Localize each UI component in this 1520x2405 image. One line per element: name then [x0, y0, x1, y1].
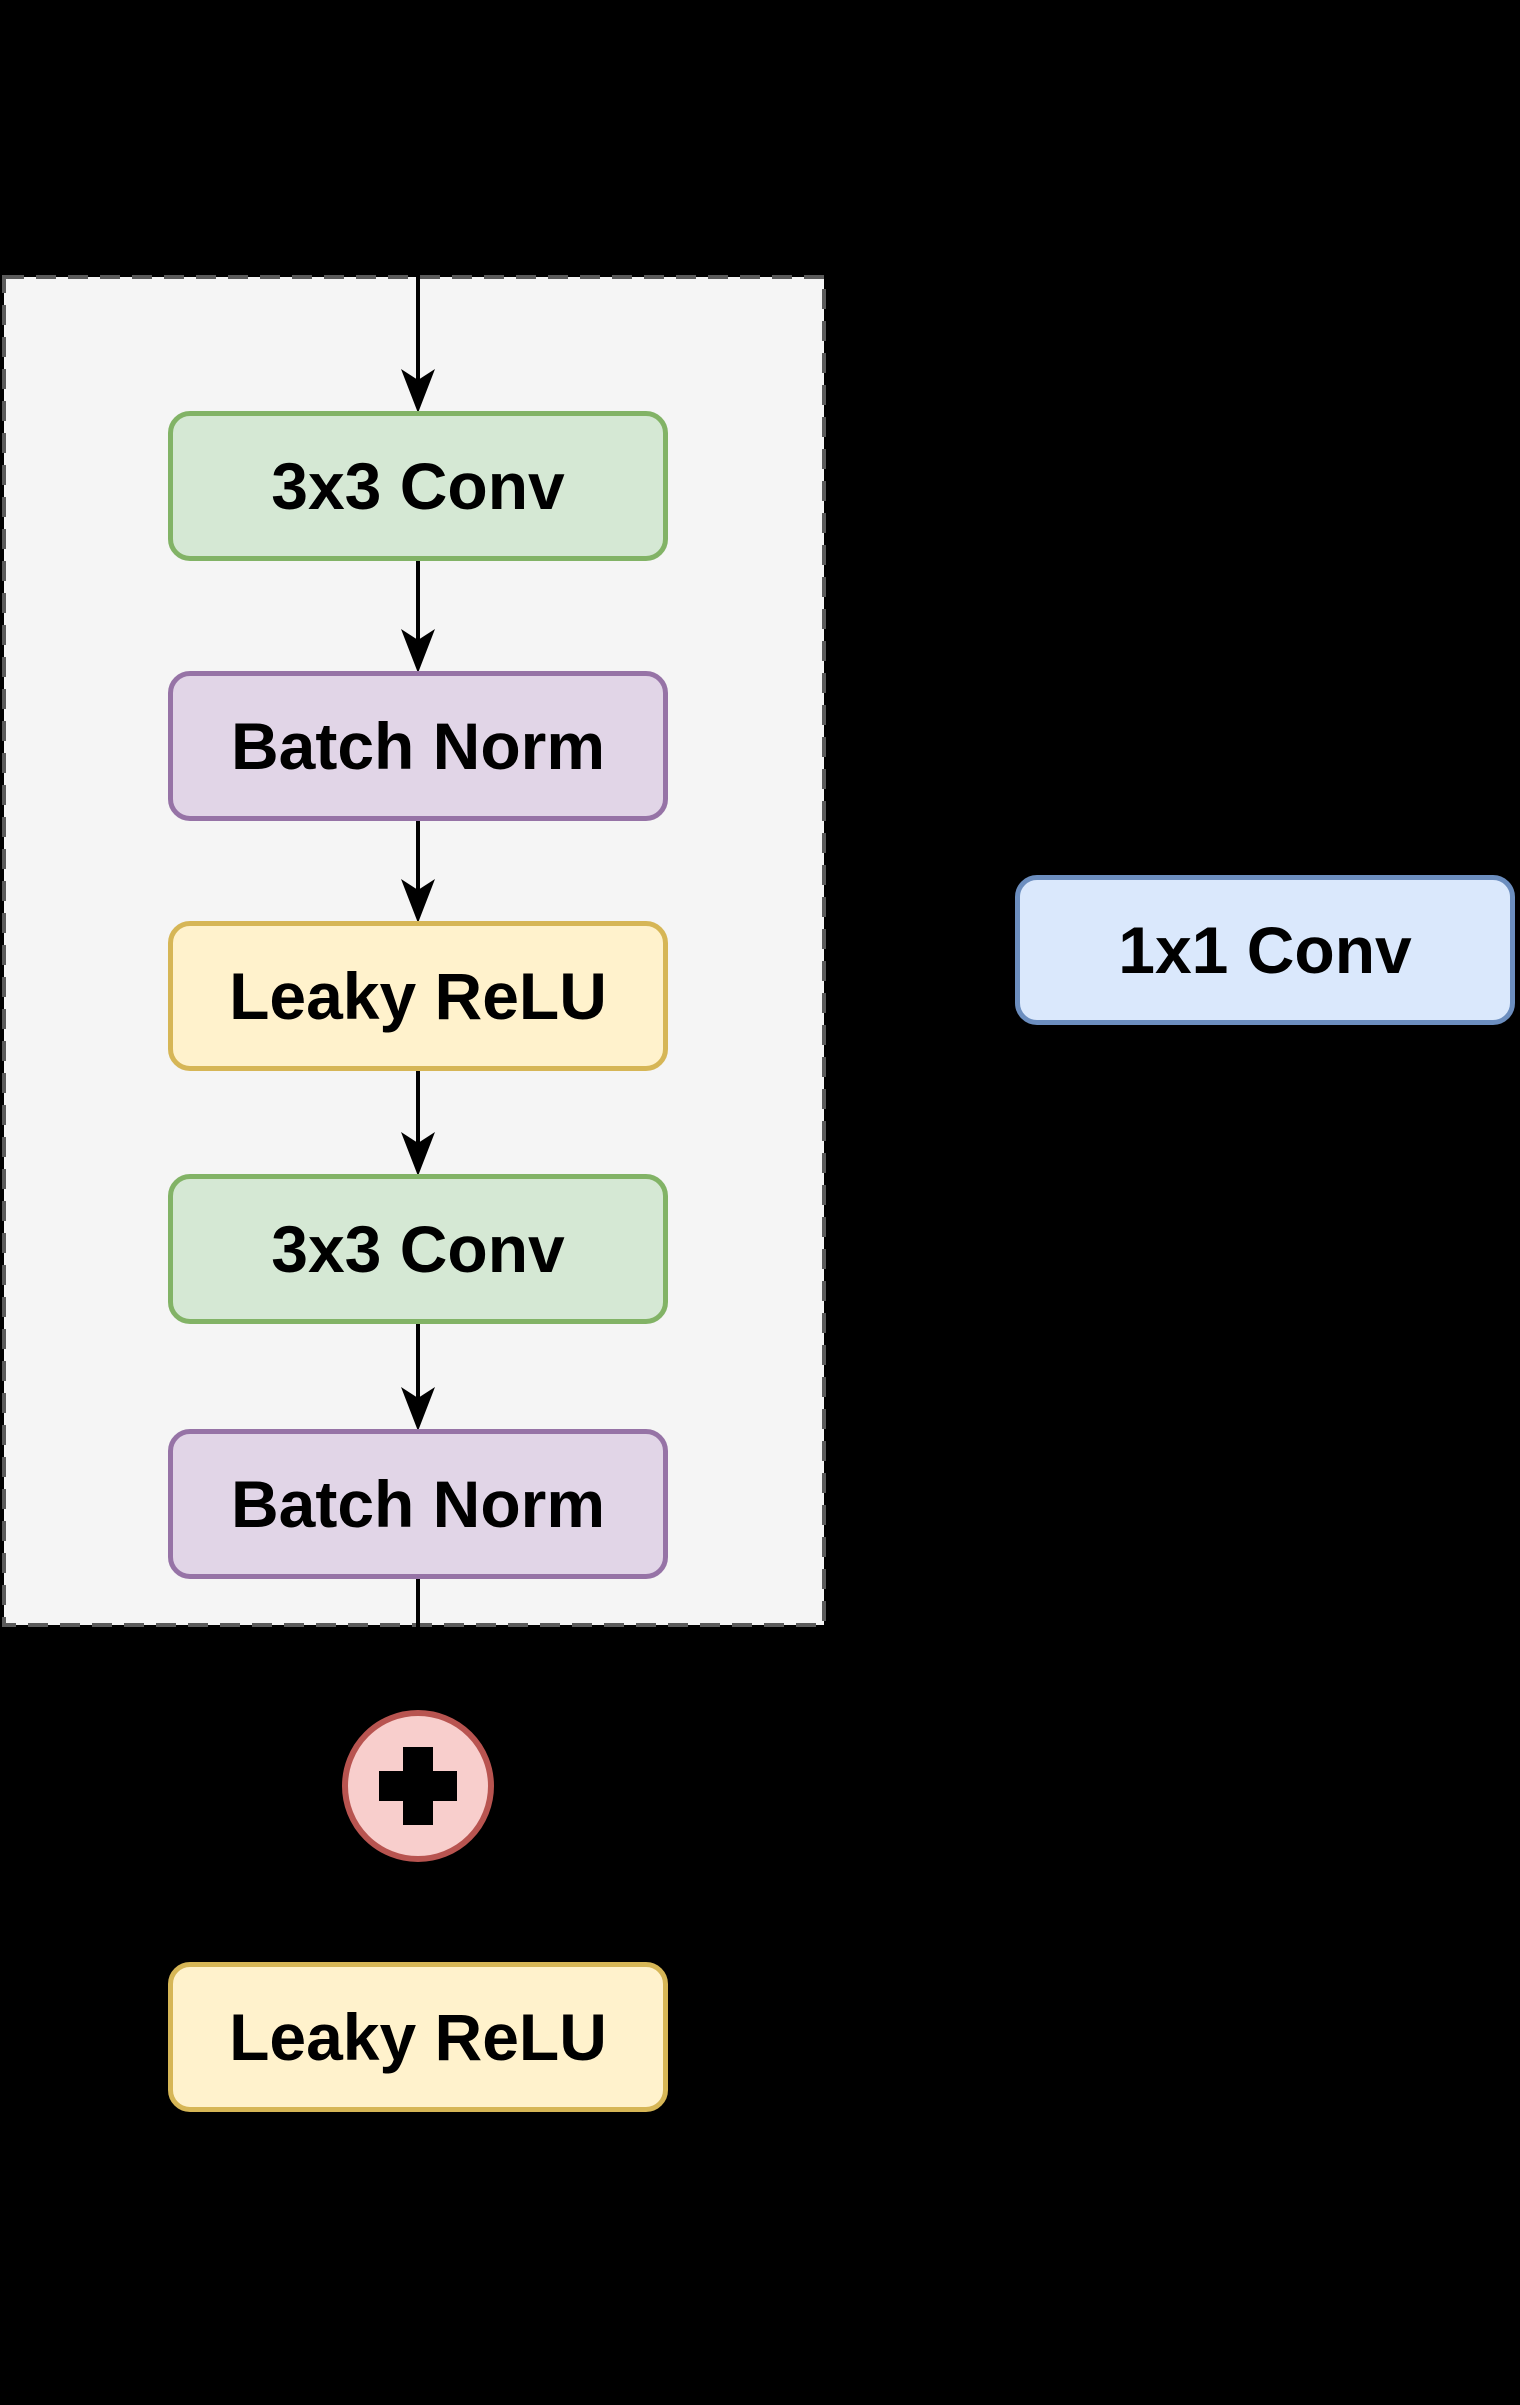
- node-conv3x3-2: 3x3 Conv: [168, 1174, 668, 1324]
- stub-conv1x1-bottom: [1259, 1020, 1271, 1031]
- arrow-input-to-conv1: [401, 277, 435, 413]
- node-conv1x1-label: 1x1 Conv: [1118, 913, 1412, 987]
- arrow-lrelu1-to-conv2: [401, 1068, 435, 1176]
- node-conv3x3-1: 3x3 Conv: [168, 411, 668, 561]
- arrow-bn1-to-lrelu1: [401, 818, 435, 923]
- stub-conv1x1-top: [1259, 869, 1271, 880]
- node-leakyrelu-2: Leaky ReLU: [168, 1962, 668, 2112]
- arrow-conv1-to-bn1: [401, 558, 435, 673]
- node-leakyrelu-2-label: Leaky ReLU: [229, 2000, 607, 2074]
- node-batchnorm-2-label: Batch Norm: [230, 1467, 606, 1541]
- node-leakyrelu-1-label: Leaky ReLU: [229, 959, 607, 1033]
- plus-icon: [403, 1747, 433, 1825]
- node-leakyrelu-1: Leaky ReLU: [168, 921, 668, 1071]
- arrow-conv2-to-bn2: [401, 1321, 435, 1431]
- node-conv3x3-2-label: 3x3 Conv: [271, 1212, 565, 1286]
- node-conv3x3-1-label: 3x3 Conv: [271, 449, 565, 523]
- node-batchnorm-1-label: Batch Norm: [230, 709, 606, 783]
- node-conv1x1-skip: 1x1 Conv: [1015, 875, 1515, 1025]
- node-batchnorm-2: Batch Norm: [168, 1429, 668, 1579]
- node-add-circle: [342, 1710, 494, 1862]
- node-batchnorm-1: Batch Norm: [168, 671, 668, 821]
